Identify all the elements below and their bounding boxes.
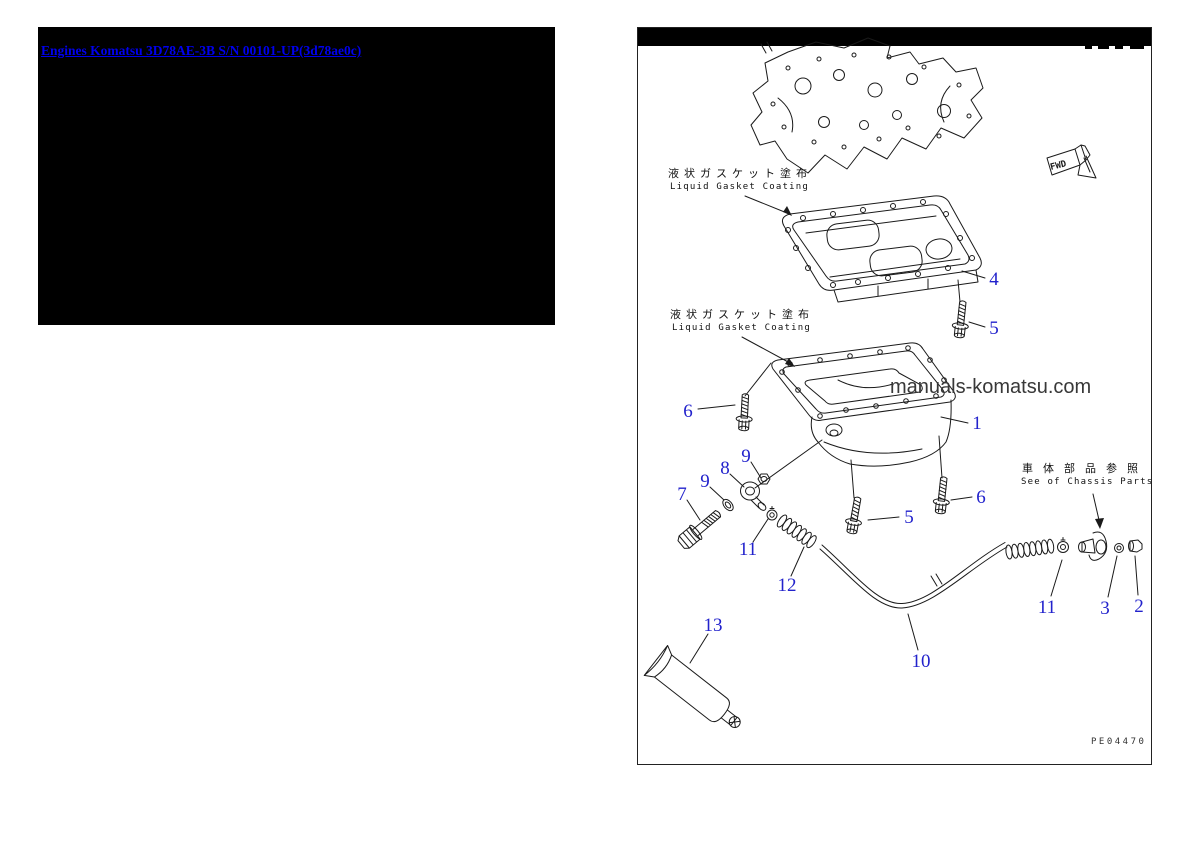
part-sealant-tube-13 [643, 644, 741, 729]
callout-5b: 5 [904, 507, 914, 528]
gasket-leader-top [744, 195, 792, 216]
fwd-label: FWD [1049, 159, 1068, 173]
callout-5a: 5 [989, 318, 999, 339]
callout-leader-lines [686, 270, 1139, 664]
chassis-parts-arrow [1092, 493, 1104, 529]
callout-11b: 11 [1038, 597, 1056, 618]
callout-2: 2 [1134, 596, 1144, 617]
callout-12: 12 [778, 575, 797, 596]
fwd-direction-arrow: FWD [1046, 144, 1097, 179]
engine-block-drawing [750, 37, 984, 174]
callout-7: 7 [677, 484, 687, 505]
diagram-svg: FWD [643, 37, 1144, 729]
part-joint-bolt-7 [677, 510, 722, 549]
part-spring-12 [776, 514, 817, 549]
header-bar-fragment [1115, 46, 1123, 49]
page-code: PE04470 [1091, 737, 1147, 747]
header-bar-fragment [1130, 46, 1144, 49]
watermark: manuals-komatsu.com [890, 376, 1092, 398]
callout-8: 8 [720, 458, 730, 479]
callout-11a: 11 [739, 539, 757, 560]
part-bolt-5-lower [843, 459, 867, 536]
part-eye-joint-8 [740, 439, 823, 511]
callout-10: 10 [912, 651, 931, 672]
gasket-label-bottom-en: Liquid Gasket Coating [672, 323, 811, 333]
callout-1: 1 [972, 413, 982, 434]
gasket-label-top-en: Liquid Gasket Coating [670, 182, 809, 192]
part-chassis-fitting [1078, 531, 1108, 561]
left-black-panel: Engines Komatsu 3D78AE-3B S/N 00101-UP(3… [38, 27, 555, 325]
callout-6b: 6 [976, 487, 986, 508]
part-washer-9-left [722, 498, 734, 512]
upper-oil-pan-drawing [782, 195, 982, 303]
part-clamp-11-right [1057, 537, 1069, 553]
part-washer-3 [1114, 543, 1124, 553]
callout-4: 4 [989, 269, 999, 290]
callout-6a: 6 [683, 401, 693, 422]
part-bolt-5-upper [950, 279, 972, 339]
callout-9a: 9 [741, 446, 751, 467]
header-bar-fragment [1085, 46, 1092, 49]
part-nut-9-right [757, 473, 771, 485]
part-hose-10 [819, 542, 1008, 609]
part-clamp-11-left [766, 506, 778, 521]
callout-13: 13 [704, 615, 723, 636]
header-bar-fragment [1098, 46, 1109, 49]
diagram-panel: FWD [637, 27, 1152, 765]
callout-9b: 9 [700, 471, 710, 492]
part-spring-right [1005, 538, 1055, 560]
lower-oil-pan-drawing [771, 342, 956, 467]
diagram-header-bar [638, 28, 1151, 46]
gasket-label-bottom-jp: 液状ガスケット塗布 [670, 308, 814, 321]
part-plug-2 [1128, 539, 1143, 553]
gasket-label-top-jp: 液状ガスケット塗布 [668, 167, 812, 180]
gasket-leader-bottom [741, 336, 795, 367]
chassis-parts-label-jp: 車体部品参照 [1022, 462, 1148, 475]
part-bolt-6-left [735, 362, 772, 432]
parts-catalog-link[interactable]: Engines Komatsu 3D78AE-3B S/N 00101-UP(3… [41, 43, 362, 58]
callout-3: 3 [1100, 598, 1110, 619]
part-bolt-6-right [931, 435, 953, 515]
chassis-parts-label-en: See of Chassis Parts [1021, 477, 1152, 487]
